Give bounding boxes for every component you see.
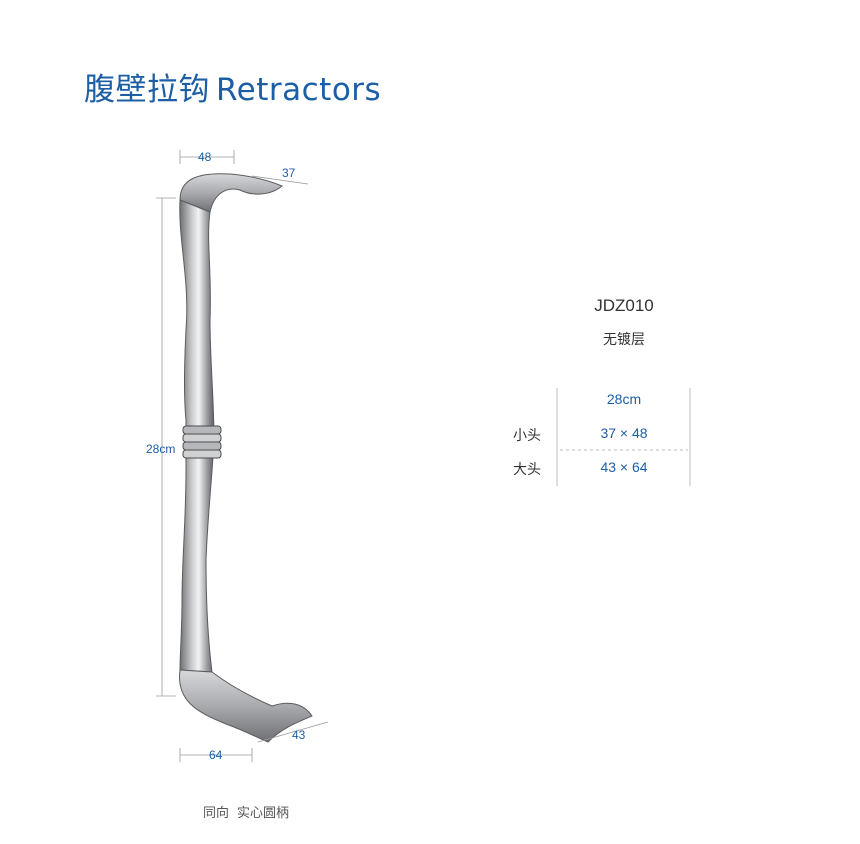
figure-caption: 同向实心圆柄 (203, 802, 289, 821)
spec-row-small-value: 37 × 48 (600, 425, 648, 441)
caption-direction: 同向 (203, 806, 230, 821)
dimension-lines (156, 150, 329, 762)
spec-length: 28cm (606, 391, 642, 407)
dim-length: 28cm (146, 442, 176, 456)
dim-bottom-width: 64 (209, 748, 223, 762)
grip-rings (182, 425, 222, 459)
dim-top-depth: 37 (282, 166, 296, 180)
dim-bottom-depth: 43 (292, 728, 306, 742)
bottom-blade (179, 669, 313, 743)
caption-handle: 实心圆柄 (237, 806, 290, 821)
title-english: Retractors (216, 72, 382, 108)
spec-row-large-label: 大头 (513, 462, 541, 478)
title-chinese: 腹壁拉钩 (84, 72, 210, 108)
dim-top-width: 48 (198, 150, 212, 164)
top-blade (179, 173, 283, 213)
model-number: JDZ010 (594, 296, 654, 315)
spec-row-small-label: 小头 (513, 428, 541, 444)
coating-label: 无镀层 (603, 332, 645, 348)
spec-row-large-value: 43 × 64 (600, 459, 648, 475)
